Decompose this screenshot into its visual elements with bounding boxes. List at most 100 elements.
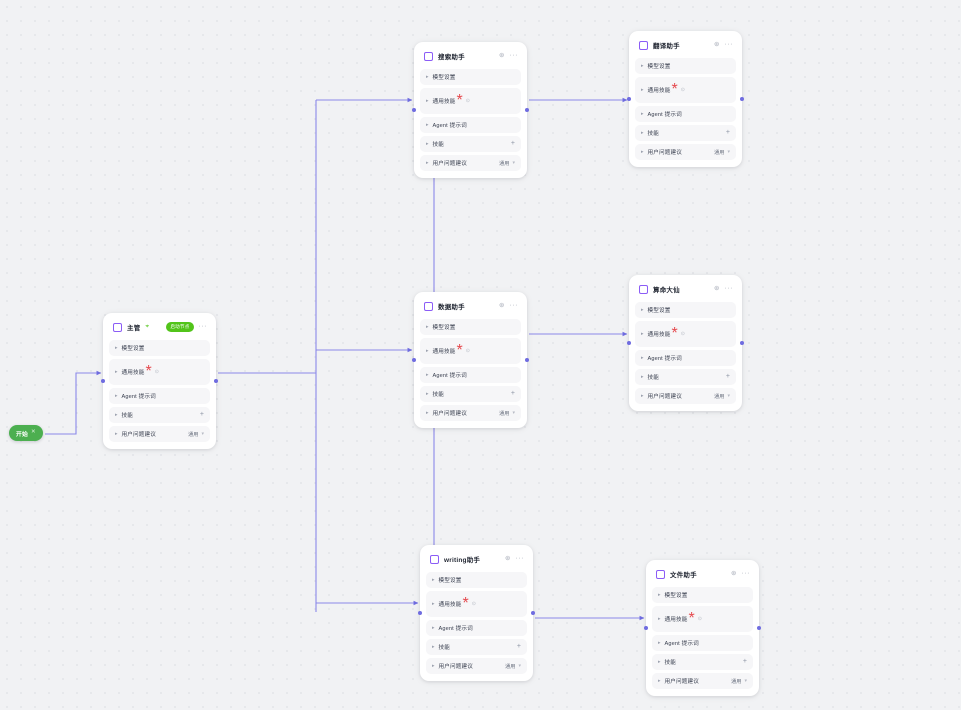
settings-icon[interactable]: ⊛ (714, 40, 720, 48)
node-field-row[interactable]: ▸Agent 提示词 (109, 388, 210, 404)
settings-icon[interactable]: ⊛ (499, 301, 505, 309)
node-card[interactable]: 搜索助手⊛···▸模型设置▸通用技能*⊙▸Agent 提示词▸技能+▸用户问题建… (412, 42, 529, 178)
node-output-port[interactable] (740, 341, 744, 345)
node-field-row[interactable]: ▸模型设置 (652, 587, 753, 603)
chevron-right-icon[interactable]: ▸ (426, 98, 429, 104)
add-skill-button[interactable]: + (725, 372, 730, 380)
add-skill-button[interactable]: + (516, 642, 521, 650)
node-field-row[interactable]: ▸通用技能*⊙ (109, 359, 210, 385)
help-icon[interactable]: ⊙ (471, 601, 476, 607)
node-field-row[interactable]: ▸模型设置 (635, 58, 736, 74)
chevron-right-icon[interactable]: ▸ (658, 659, 661, 665)
chevron-right-icon[interactable]: ▸ (115, 345, 118, 351)
chevron-right-icon[interactable]: ▸ (641, 130, 644, 136)
node-field-row[interactable]: ▸用户问题建议通用▾ (420, 405, 521, 421)
node-field-value[interactable]: 通用 (499, 410, 510, 417)
chevron-right-icon[interactable]: ▸ (426, 160, 429, 166)
node-input-port[interactable] (644, 626, 648, 630)
add-skill-button[interactable]: + (742, 657, 747, 665)
more-icon[interactable]: ··· (724, 284, 733, 292)
chevron-right-icon[interactable]: ▸ (641, 111, 644, 117)
node-card[interactable]: 主管⌖启动节点···▸模型设置▸通用技能*⊙▸Agent 提示词▸技能+▸用户问… (101, 313, 218, 449)
node-field-row[interactable]: ▸用户问题建议通用▾ (426, 658, 527, 674)
add-skill-button[interactable]: + (510, 139, 515, 147)
chevron-right-icon[interactable]: ▸ (641, 374, 644, 380)
chevron-right-icon[interactable]: ▸ (115, 369, 118, 375)
node-field-row[interactable]: ▸通用技能*⊙ (652, 606, 753, 632)
node-field-row[interactable]: ▸技能+ (420, 386, 521, 402)
node-field-row[interactable]: ▸技能+ (635, 369, 736, 385)
node-field-value[interactable]: 通用 (499, 160, 510, 167)
chevron-right-icon[interactable]: ▸ (426, 74, 429, 80)
help-icon[interactable]: ⊙ (680, 87, 685, 93)
node-card[interactable]: 算命大仙⊛···▸模型设置▸通用技能*⊙▸Agent 提示词▸技能+▸用户问题建… (627, 275, 744, 411)
node-output-port[interactable] (525, 358, 529, 362)
chevron-down-icon[interactable]: ▾ (518, 663, 521, 669)
node-field-row[interactable]: ▸技能+ (109, 407, 210, 423)
node-field-value[interactable]: 通用 (714, 393, 725, 400)
node-input-port[interactable] (412, 108, 416, 112)
node-output-port[interactable] (531, 611, 535, 615)
node-output-port[interactable] (757, 626, 761, 630)
help-icon[interactable]: ⊙ (465, 98, 470, 104)
node-field-row[interactable]: ▸通用技能*⊙ (635, 77, 736, 103)
node-input-port[interactable] (101, 379, 105, 383)
chevron-right-icon[interactable]: ▸ (658, 616, 661, 622)
node-field-row[interactable]: ▸通用技能*⊙ (420, 338, 521, 364)
more-icon[interactable]: ··· (515, 554, 524, 562)
node-field-row[interactable]: ▸用户问题建议通用▾ (652, 673, 753, 689)
more-icon[interactable]: ··· (509, 51, 518, 59)
help-icon[interactable]: ⊙ (697, 616, 702, 622)
chevron-down-icon[interactable]: ▾ (727, 393, 730, 399)
node-field-row[interactable]: ▸模型设置 (109, 340, 210, 356)
chevron-right-icon[interactable]: ▸ (115, 412, 118, 418)
chevron-right-icon[interactable]: ▸ (641, 149, 644, 155)
node-field-row[interactable]: ▸通用技能*⊙ (635, 321, 736, 347)
help-icon[interactable]: ⊙ (465, 348, 470, 354)
more-icon[interactable]: ··· (741, 569, 750, 577)
node-input-port[interactable] (418, 611, 422, 615)
settings-icon[interactable]: ⊛ (499, 51, 505, 59)
chevron-right-icon[interactable]: ▸ (115, 393, 118, 399)
help-icon[interactable]: ⊙ (154, 369, 159, 375)
node-card[interactable]: 数据助手⊛···▸模型设置▸通用技能*⊙▸Agent 提示词▸技能+▸用户问题建… (412, 292, 529, 428)
node-field-row[interactable]: ▸模型设置 (426, 572, 527, 588)
settings-icon[interactable]: ⊛ (505, 554, 511, 562)
node-field-row[interactable]: ▸技能+ (426, 639, 527, 655)
node-input-port[interactable] (412, 358, 416, 362)
node-field-value[interactable]: 通用 (731, 678, 742, 685)
node-field-row[interactable]: ▸技能+ (420, 136, 521, 152)
node-field-row[interactable]: ▸模型设置 (420, 319, 521, 335)
node-field-row[interactable]: ▸用户问题建议通用▾ (109, 426, 210, 442)
chevron-down-icon[interactable]: ▾ (512, 160, 515, 166)
node-field-row[interactable]: ▸通用技能*⊙ (420, 88, 521, 114)
chevron-right-icon[interactable]: ▸ (432, 601, 435, 607)
node-field-row[interactable]: ▸Agent 提示词 (426, 620, 527, 636)
node-input-port[interactable] (627, 97, 631, 101)
chevron-right-icon[interactable]: ▸ (641, 355, 644, 361)
node-field-row[interactable]: ▸Agent 提示词 (635, 350, 736, 366)
node-field-row[interactable]: ▸技能+ (652, 654, 753, 670)
node-field-row[interactable]: ▸Agent 提示词 (652, 635, 753, 651)
chevron-right-icon[interactable]: ▸ (641, 63, 644, 69)
chevron-right-icon[interactable]: ▸ (426, 391, 429, 397)
node-field-row[interactable]: ▸Agent 提示词 (420, 367, 521, 383)
chevron-right-icon[interactable]: ▸ (432, 663, 435, 669)
node-field-row[interactable]: ▸用户问题建议通用▾ (635, 388, 736, 404)
node-field-value[interactable]: 通用 (714, 149, 725, 156)
chevron-down-icon[interactable]: ▾ (727, 149, 730, 155)
add-skill-button[interactable]: + (725, 128, 730, 136)
node-field-row[interactable]: ▸模型设置 (635, 302, 736, 318)
start-node[interactable]: 开始 ✕ (9, 425, 43, 441)
chevron-right-icon[interactable]: ▸ (658, 678, 661, 684)
chevron-right-icon[interactable]: ▸ (641, 87, 644, 93)
settings-icon[interactable]: ⊛ (731, 569, 737, 577)
add-skill-button[interactable]: + (510, 389, 515, 397)
chevron-down-icon[interactable]: ▾ (512, 410, 515, 416)
chevron-right-icon[interactable]: ▸ (426, 324, 429, 330)
chevron-right-icon[interactable]: ▸ (641, 307, 644, 313)
node-output-port[interactable] (214, 379, 218, 383)
node-output-port[interactable] (525, 108, 529, 112)
more-icon[interactable]: ··· (509, 301, 518, 309)
